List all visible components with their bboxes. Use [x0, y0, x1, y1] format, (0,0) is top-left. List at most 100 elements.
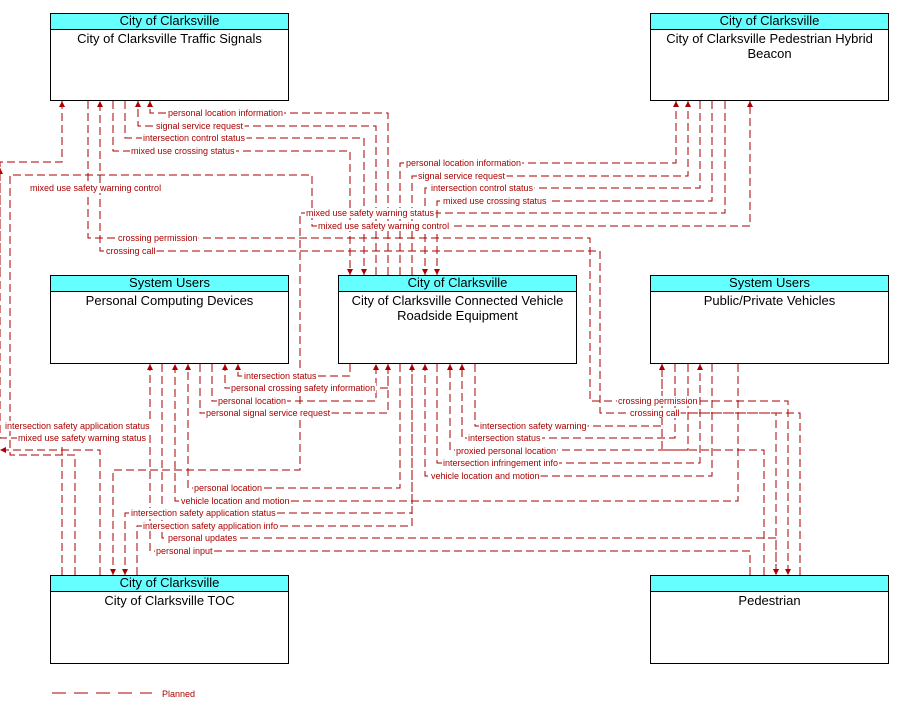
flow-line-f24[interactable]	[449, 364, 689, 451]
node-category	[651, 576, 888, 592]
node-pedestrian[interactable]: Pedestrian	[650, 575, 889, 664]
flow-label-bg-f19	[629, 408, 681, 418]
flow-line-f32[interactable]	[149, 364, 751, 575]
flow-line-f17[interactable]	[199, 364, 389, 414]
flow-label-bg-f22	[479, 421, 588, 431]
flow-line-f16[interactable]	[211, 364, 377, 402]
node-title: City of Clarksville Connected Vehicle Ro…	[351, 293, 564, 323]
flow-arrow-f20	[0, 168, 3, 174]
flow-label-f22: intersection safety warning	[480, 421, 587, 431]
flow-label-f4: mixed use crossing status	[131, 146, 235, 156]
flow-label-bg-f29	[130, 508, 278, 518]
flow-arrow-f1	[147, 101, 153, 107]
flow-line-f12[interactable]	[87, 101, 789, 575]
node-category: City of Clarksville	[651, 14, 888, 30]
flow-label-bg-f30	[142, 521, 280, 531]
flow-arrow-f32	[147, 364, 153, 370]
flow-line-f26[interactable]	[424, 364, 713, 477]
node-vehicles[interactable]: System Users Public/Private Vehicles	[650, 275, 889, 364]
node-category: City of Clarksville	[51, 14, 288, 30]
flow-line-f6[interactable]	[399, 101, 677, 275]
flow-line-f27[interactable]	[187, 364, 401, 489]
flow-label-f8: intersection control status	[431, 183, 534, 193]
flow-arrow-f30	[409, 364, 415, 370]
flow-line-f13[interactable]	[99, 101, 801, 575]
flow-arrow-f17	[385, 364, 391, 370]
flow-arrow-f22	[659, 364, 665, 370]
flow-label-f11: mixed use safety warning control	[318, 221, 449, 231]
flow-label-f13: crossing call	[106, 246, 156, 256]
flow-line-f15[interactable]	[224, 364, 389, 389]
flow-label-f2: signal service request	[156, 121, 244, 131]
flow-label-f14: intersection status	[244, 371, 317, 381]
flow-arrow-f8	[422, 269, 428, 275]
flow-label-bg-f24	[455, 446, 558, 456]
flow-label-bg-f16	[217, 396, 288, 406]
flow-label-bg-f10	[305, 208, 436, 218]
flow-arrow-f23	[459, 364, 465, 370]
flow-arrow-f28	[172, 364, 178, 370]
flow-line-f20[interactable]	[0, 168, 63, 575]
flow-label-f27: personal location	[194, 483, 262, 493]
flow-line-f2[interactable]	[137, 101, 377, 275]
flow-label-f24: proxied personal location	[456, 446, 556, 456]
flow-arrow-f21	[0, 447, 6, 453]
flow-label-f25: intersection infringement info	[443, 458, 558, 468]
flow-label-bg-f2	[155, 121, 245, 131]
flow-label-f30: intersection safety application info	[143, 521, 278, 531]
flow-line-f8[interactable]	[424, 101, 701, 275]
flow-label-bg-f7	[417, 171, 507, 181]
node-category: System Users	[651, 276, 888, 292]
flow-line-f21[interactable]	[0, 449, 101, 575]
flow-label-f12: crossing permission	[118, 233, 198, 243]
node-title: City of Clarksville Traffic Signals	[77, 31, 262, 46]
flow-label-f29: intersection safety application status	[131, 508, 276, 518]
node-personal-devices[interactable]: System Users Personal Computing Devices	[50, 275, 289, 364]
flow-label-bg-f12	[117, 233, 199, 243]
flow-arrow-f26	[422, 364, 428, 370]
flow-label-bg-f28	[180, 496, 291, 506]
node-category: City of Clarksville	[339, 276, 576, 292]
node-category: City of Clarksville	[51, 576, 288, 592]
flow-label-bg-f23	[467, 433, 543, 443]
flow-arrow-f6	[673, 101, 679, 107]
node-title: Personal Computing Devices	[85, 293, 254, 308]
flow-label-bg-f27	[193, 483, 264, 493]
flow-line-f28[interactable]	[174, 364, 739, 502]
flow-label-f6: personal location information	[406, 158, 521, 168]
flow-line-f31[interactable]	[161, 364, 777, 575]
flow-label-f18: crossing permission	[618, 396, 698, 406]
flow-line-f11[interactable]	[9, 101, 751, 575]
flow-arrow-f24	[447, 364, 453, 370]
flow-label-bg-f26	[430, 471, 541, 481]
flow-label-bg-f1	[167, 108, 285, 118]
flow-line-f19[interactable]	[687, 364, 777, 575]
flow-label-f17: personal signal service request	[206, 408, 331, 418]
node-roadside-equipment[interactable]: City of Clarksville City of Clarksville …	[338, 275, 577, 364]
flow-label-bg-f20	[4, 421, 152, 431]
flow-label-bg-f32	[155, 546, 215, 556]
flow-label-f7: signal service request	[418, 171, 506, 181]
flow-arrow-f14	[235, 364, 241, 370]
flow-arrow-f2	[135, 101, 141, 107]
node-hybrid-beacon[interactable]: City of Clarksville City of Clarksville …	[650, 13, 889, 101]
flow-label-bg-f31	[167, 533, 239, 543]
node-title: Pedestrian	[738, 593, 801, 608]
node-title: Public/Private Vehicles	[703, 293, 836, 308]
flow-label-bg-f18	[617, 396, 699, 406]
flow-arrow-f13	[97, 101, 103, 107]
flow-line-f10[interactable]	[112, 101, 726, 575]
flow-arrow-f16	[373, 364, 379, 370]
node-toc[interactable]: City of Clarksville City of Clarksville …	[50, 575, 289, 664]
node-traffic-signals[interactable]: City of Clarksville City of Clarksville …	[50, 13, 289, 101]
legend-label: Planned	[162, 689, 195, 699]
flow-label-f15: personal crossing safety information	[231, 383, 375, 393]
flow-line-f22[interactable]	[474, 364, 663, 427]
flow-arrow-f9	[434, 269, 440, 275]
flow-arrow-f5	[59, 101, 65, 107]
flow-line-f25[interactable]	[436, 364, 701, 464]
flow-label-bg-f15	[230, 383, 377, 393]
flow-label-bg-f21	[17, 433, 148, 443]
flow-arrow-f4	[347, 269, 353, 275]
flow-line-f5[interactable]	[0, 101, 63, 275]
